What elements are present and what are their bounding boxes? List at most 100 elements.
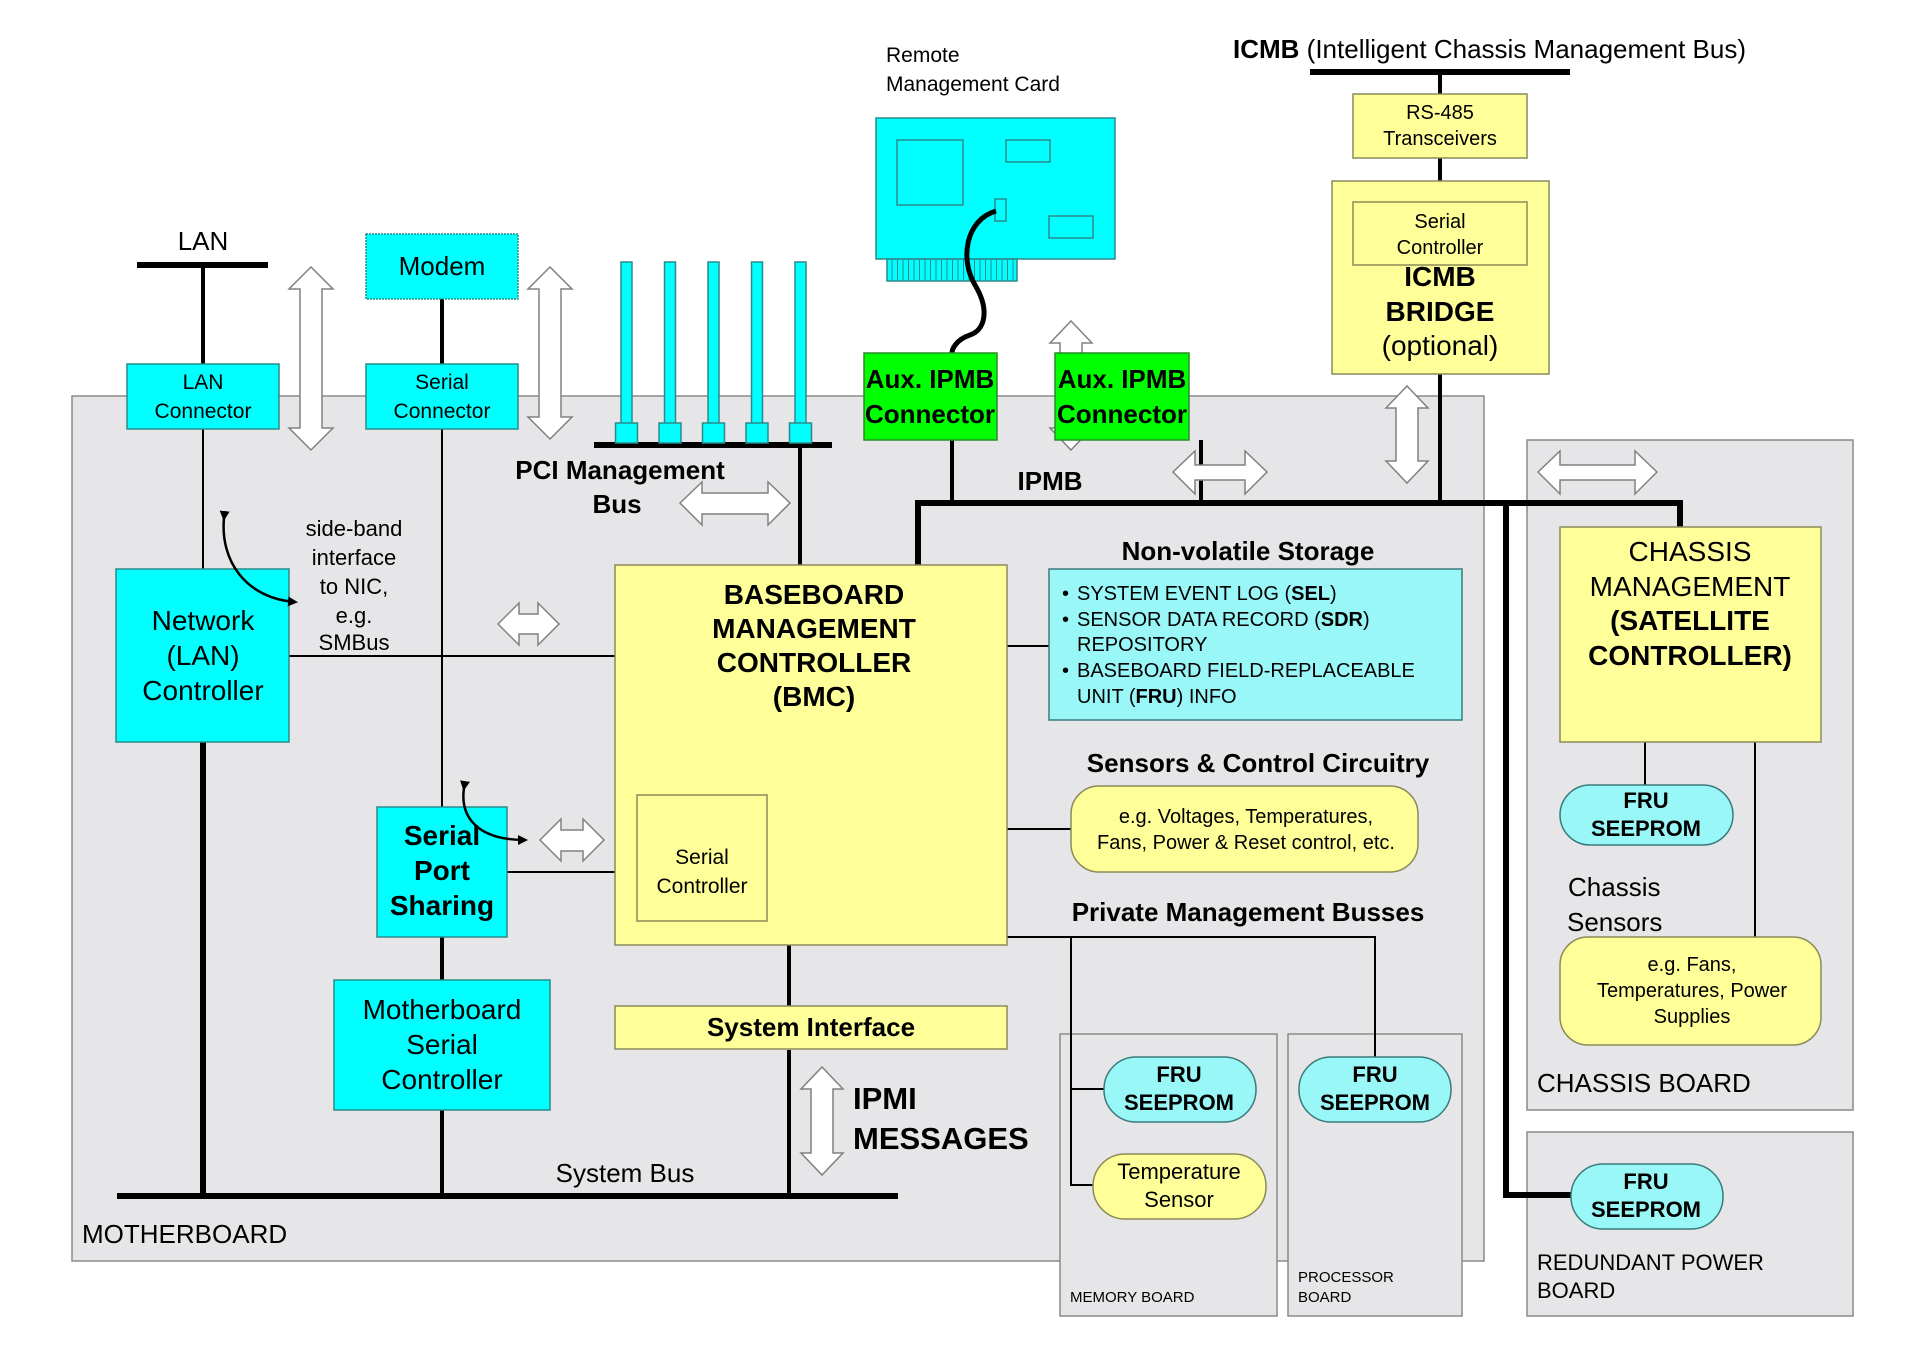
pci-bus-label: PCI Management xyxy=(515,455,725,485)
double-arrow-icon xyxy=(538,817,606,863)
lan-connector: LAN Connector xyxy=(126,363,280,430)
system-interface: System Interface xyxy=(614,1005,1008,1050)
chassis-board-label: CHASSIS BOARD xyxy=(1537,1068,1751,1098)
svg-text:Serial: Serial xyxy=(675,846,729,869)
svg-text:Connector: Connector xyxy=(394,400,491,423)
icmb-title: ICMB (Intelligent Chassis Management Bus… xyxy=(1233,34,1746,64)
ipmb-to-power-board xyxy=(1503,503,1572,1198)
double-arrow-icon xyxy=(287,265,335,452)
svg-text:Fans, Power & Reset control, e: Fans, Power & Reset control, etc. xyxy=(1097,832,1395,854)
pci-slot xyxy=(794,261,807,435)
rs485-transceivers: RS-485 Transceivers xyxy=(1352,93,1528,159)
svg-text:Sensor: Sensor xyxy=(1144,1187,1214,1212)
svg-text:Serial: Serial xyxy=(404,820,480,851)
sensors-control-box: e.g. Voltages, Temperatures, Fans, Power… xyxy=(1070,785,1419,873)
svg-text:Modem: Modem xyxy=(399,251,486,281)
pci-slot xyxy=(750,261,764,435)
double-arrow-icon xyxy=(526,265,574,441)
svg-text:Temperature: Temperature xyxy=(1117,1159,1241,1184)
temperature-sensor: Temperature Sensor xyxy=(1092,1153,1267,1220)
svg-text:Connector: Connector xyxy=(1057,399,1187,429)
aux-ipmb-connector-1: Aux. IPMB Connector xyxy=(863,352,998,441)
nv-item-fru: BASEBOARD FIELD-REPLACEABLE xyxy=(1077,660,1415,682)
motherboard-serial-controller: Motherboard Serial Controller xyxy=(333,979,551,1111)
svg-text:to NIC,: to NIC, xyxy=(320,574,388,599)
serial-port-sharing: Serial Port Sharing xyxy=(376,806,508,938)
nv-storage-box: • SYSTEM EVENT LOG (SEL) • SENSOR DATA R… xyxy=(1048,568,1463,721)
svg-text:Temperatures, Power: Temperatures, Power xyxy=(1597,980,1787,1002)
svg-text:Network: Network xyxy=(152,605,256,636)
svg-text:CHASSIS: CHASSIS xyxy=(1629,536,1752,567)
svg-text:e.g.: e.g. xyxy=(336,603,373,628)
svg-text:•: • xyxy=(1062,609,1069,631)
pci-bus-label-2: Bus xyxy=(592,489,641,519)
baseboard-management-controller: BASEBOARD MANAGEMENT CONTROLLER (BMC) Se… xyxy=(614,564,1008,946)
chassis-sensors-box: e.g. Fans, Temperatures, Power Supplies xyxy=(1559,936,1822,1046)
system-bus-label: System Bus xyxy=(556,1158,695,1188)
svg-text:FRU: FRU xyxy=(1156,1062,1201,1087)
busses xyxy=(117,69,1683,1199)
pci-slot xyxy=(620,261,633,435)
chassis-management-controller: CHASSIS MANAGEMENT (SATELLITE CONTROLLER… xyxy=(1559,526,1822,743)
chassis-sensors-label: Chassis xyxy=(1568,872,1660,902)
cable xyxy=(949,208,997,354)
nv-storage-title: Non-volatile Storage xyxy=(1122,536,1375,566)
svg-text:Serial: Serial xyxy=(406,1029,478,1060)
pci-slot xyxy=(663,261,677,435)
icmb-bridge: Serial Controller ICMB BRIDGE (optional) xyxy=(1331,180,1550,375)
svg-text:•: • xyxy=(1062,583,1069,605)
pci-slot-socket xyxy=(658,422,682,444)
ipmb-label: IPMB xyxy=(1018,466,1083,496)
svg-text:(SATELLITE: (SATELLITE xyxy=(1610,605,1770,636)
svg-text:•: • xyxy=(1062,660,1069,682)
svg-text:Connector: Connector xyxy=(155,400,252,423)
thin-connections xyxy=(202,429,1756,1186)
svg-text:Motherboard: Motherboard xyxy=(363,994,522,1025)
curved-arrow-icon xyxy=(219,510,298,607)
svg-text:BASEBOARD: BASEBOARD xyxy=(724,579,904,610)
svg-text:ICMB: ICMB xyxy=(1404,261,1476,292)
pci-slots xyxy=(614,261,813,444)
remote-management-card xyxy=(875,117,1116,282)
svg-text:e.g. Fans,: e.g. Fans, xyxy=(1648,954,1737,976)
aux-ipmb-connector-2: Aux. IPMB Connector xyxy=(1054,352,1190,441)
double-arrow-icon xyxy=(1384,384,1430,485)
motherboard-label: MOTHERBOARD xyxy=(82,1219,287,1249)
sensors-title: Sensors & Control Circuitry xyxy=(1087,748,1430,778)
svg-text:System Interface: System Interface xyxy=(707,1012,915,1042)
ipmb-bus xyxy=(915,500,1683,565)
svg-text:Controller: Controller xyxy=(381,1064,502,1095)
svg-text:CONTROLLER): CONTROLLER) xyxy=(1588,640,1792,671)
svg-text:SEEPROM: SEEPROM xyxy=(1320,1090,1430,1115)
pci-slot-socket xyxy=(788,422,813,444)
chassis-fru-seeprom: FRU SEEPROM xyxy=(1559,784,1734,846)
double-arrow-icon xyxy=(678,480,792,527)
ipmi-messages-label-2: MESSAGES xyxy=(853,1121,1029,1156)
svg-text:UNIT (FRU) INFO: UNIT (FRU) INFO xyxy=(1077,686,1237,708)
svg-text:LAN: LAN xyxy=(183,371,224,394)
double-arrow-icon xyxy=(496,601,561,647)
double-arrow-icon xyxy=(1171,449,1269,496)
pci-slot-socket xyxy=(745,422,769,444)
svg-text:SEEPROM: SEEPROM xyxy=(1124,1090,1234,1115)
remote-card-label-2: Management Card xyxy=(886,73,1060,96)
svg-text:Controller: Controller xyxy=(1397,237,1484,259)
power-board-fru-seeprom: FRU SEEPROM xyxy=(1570,1163,1724,1230)
svg-text:(BMC): (BMC) xyxy=(773,681,855,712)
double-arrow-icon xyxy=(1536,449,1659,496)
svg-text:SMBus: SMBus xyxy=(319,630,390,655)
svg-text:FRU: FRU xyxy=(1623,1169,1668,1194)
svg-text:Aux. IPMB: Aux. IPMB xyxy=(1058,364,1187,394)
private-busses-title: Private Management Busses xyxy=(1072,897,1425,927)
svg-text:Serial: Serial xyxy=(415,371,469,394)
svg-text:Controller: Controller xyxy=(656,875,747,898)
memory-board-fru-seeprom: FRU SEEPROM xyxy=(1103,1056,1257,1123)
processor-board-label: PROCESSOR xyxy=(1298,1269,1394,1286)
card-edge-pins xyxy=(891,259,1014,281)
modem: Modem xyxy=(365,233,519,300)
svg-text:MANAGEMENT: MANAGEMENT xyxy=(712,613,916,644)
svg-text:FRU: FRU xyxy=(1352,1062,1397,1087)
svg-text:RS-485: RS-485 xyxy=(1406,102,1474,124)
svg-text:FRU: FRU xyxy=(1623,788,1668,813)
chassis-sensors-label-2: Sensors xyxy=(1567,907,1662,937)
